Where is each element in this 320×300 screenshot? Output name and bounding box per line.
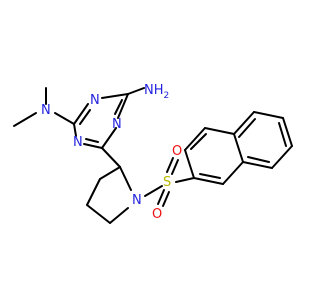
bond-n1-c4 [101,93,129,99]
bond-naph-9 [282,117,293,147]
bond-s-o-bottom [157,189,165,205]
bond-methyl-down [13,112,37,127]
bond-s-o-bottom-double [162,191,170,207]
bond-n3-c6 [101,127,117,149]
bond-pyr-c5-c4 [86,204,111,224]
atom-n-dimethylamino: N [41,103,51,118]
atom-nh2: NH2 [144,83,169,101]
bond-naph-11-inner [247,156,270,163]
bond-pyr-c4-c3 [86,178,101,206]
bond-n-s [144,185,163,197]
bond-naph-1 [184,149,195,179]
nh2-subscript: 2 [164,91,170,101]
bond-c4-n3-inner [114,99,123,115]
atom-n-triazine-right: N [112,117,122,132]
bond-naph-7 [233,111,255,135]
bond-naph-3 [204,127,235,135]
atom-oxygen-top: O [172,144,182,159]
nh2-label: NH [144,83,164,98]
bond-naph-2-inner [190,133,207,150]
bond-c6-n5 [83,143,103,149]
bond-naph-6 [193,177,224,185]
bond-naph-4 [233,133,244,163]
atom-labels: N N N N NH2 N S O O [41,83,182,222]
atom-sulfur: S [163,175,171,190]
atom-n-triazine-left: N [73,135,83,150]
bond-pyr-c3-c2 [99,166,121,180]
bond-naph-5 [222,161,244,185]
atom-oxygen-bottom: O [152,207,162,222]
bond-c4-nh2 [127,87,145,95]
bond-pyr-n-c5 [109,207,129,224]
bond-c6-n5-inner [85,138,99,143]
bond-naph-2 [184,127,206,151]
bond-c4-n3 [117,93,129,119]
bond-naph-10 [271,145,293,169]
bond-naph-8 [253,111,284,119]
bond-s-o-top [166,157,174,173]
bond-pyr-c2-n [119,166,132,191]
bond-naph-9-inner [278,122,287,147]
chemical-structure: N N N N NH2 N S O O [13,83,293,224]
bond-nme2-ring [54,112,75,125]
bond-naph-11 [242,161,273,169]
bond-c2-n1-inner [79,109,91,125]
atom-n-pyrrolidine: N [132,193,142,208]
bond-c2-n1 [73,103,89,125]
bond-naph-6-inner [199,173,221,179]
bond-s-naphthyl [175,177,195,183]
bond-naph-7-inner [238,118,256,138]
atom-n-triazine-top: N [90,93,100,108]
bond-n5-c2 [73,123,77,137]
bond-s-o-top-double [171,159,179,175]
bond-c6-pyrrolidine [101,147,121,168]
bonds [13,87,293,224]
